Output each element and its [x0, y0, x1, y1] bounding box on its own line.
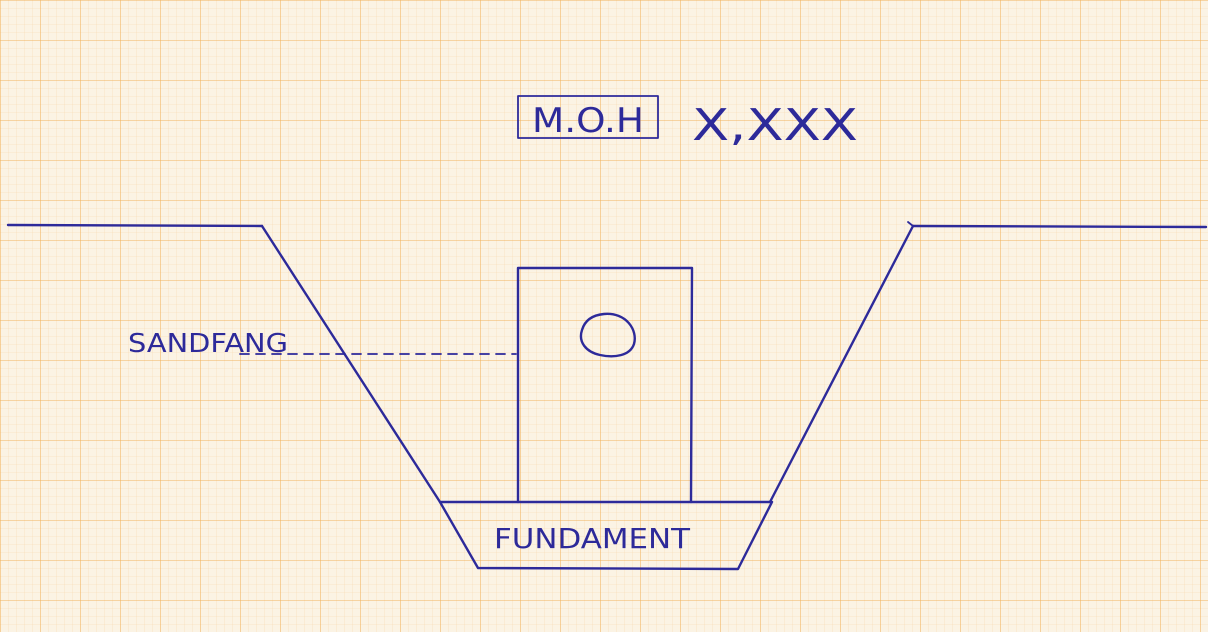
foundation-outline [438, 500, 774, 571]
trench-wall-left [260, 224, 442, 504]
moh-value: X,XXX [692, 100, 858, 151]
moh-box [517, 95, 659, 139]
shaft-rectangle [516, 266, 694, 504]
sandfang-label: SANDFANG [128, 329, 288, 359]
ground-line-right [911, 224, 1208, 229]
circle-icon [579, 312, 636, 358]
ground-line-left [6, 223, 264, 228]
moh-label: M.O.H [532, 101, 644, 141]
fundament-label: FUNDAMENT [494, 522, 691, 555]
trench-wall-right [768, 224, 915, 504]
